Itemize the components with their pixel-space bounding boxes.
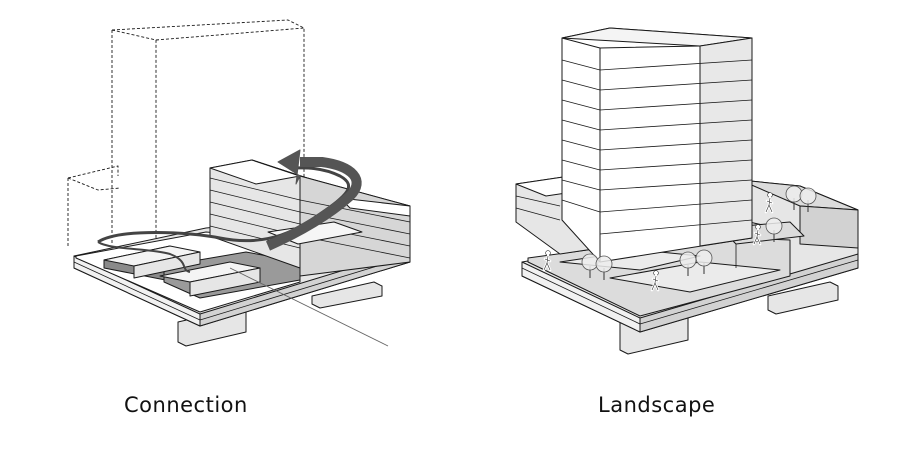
landscape-caption: Landscape	[598, 393, 716, 417]
tower	[561, 27, 753, 263]
sight-line	[229, 267, 389, 347]
connection-caption: Connection	[124, 393, 248, 417]
landscape-diagram	[515, 27, 859, 355]
tower-outline-dashed	[67, 19, 305, 248]
connection-arrow-icon	[265, 149, 362, 251]
connection-diagram	[67, 19, 411, 347]
connection-path-lower	[97, 241, 191, 273]
